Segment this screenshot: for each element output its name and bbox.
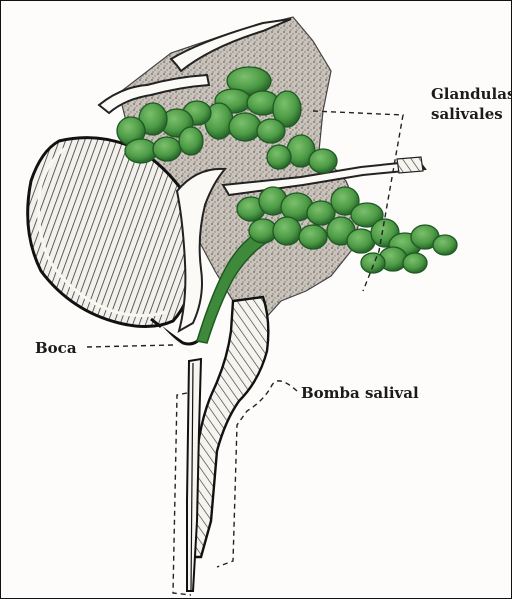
label-glandulas: Glandulas bbox=[431, 85, 512, 103]
label-boca: Boca bbox=[35, 339, 77, 357]
label-salivales: salivales bbox=[431, 105, 503, 123]
label-bomba-salival: Bomba salival bbox=[301, 384, 419, 402]
